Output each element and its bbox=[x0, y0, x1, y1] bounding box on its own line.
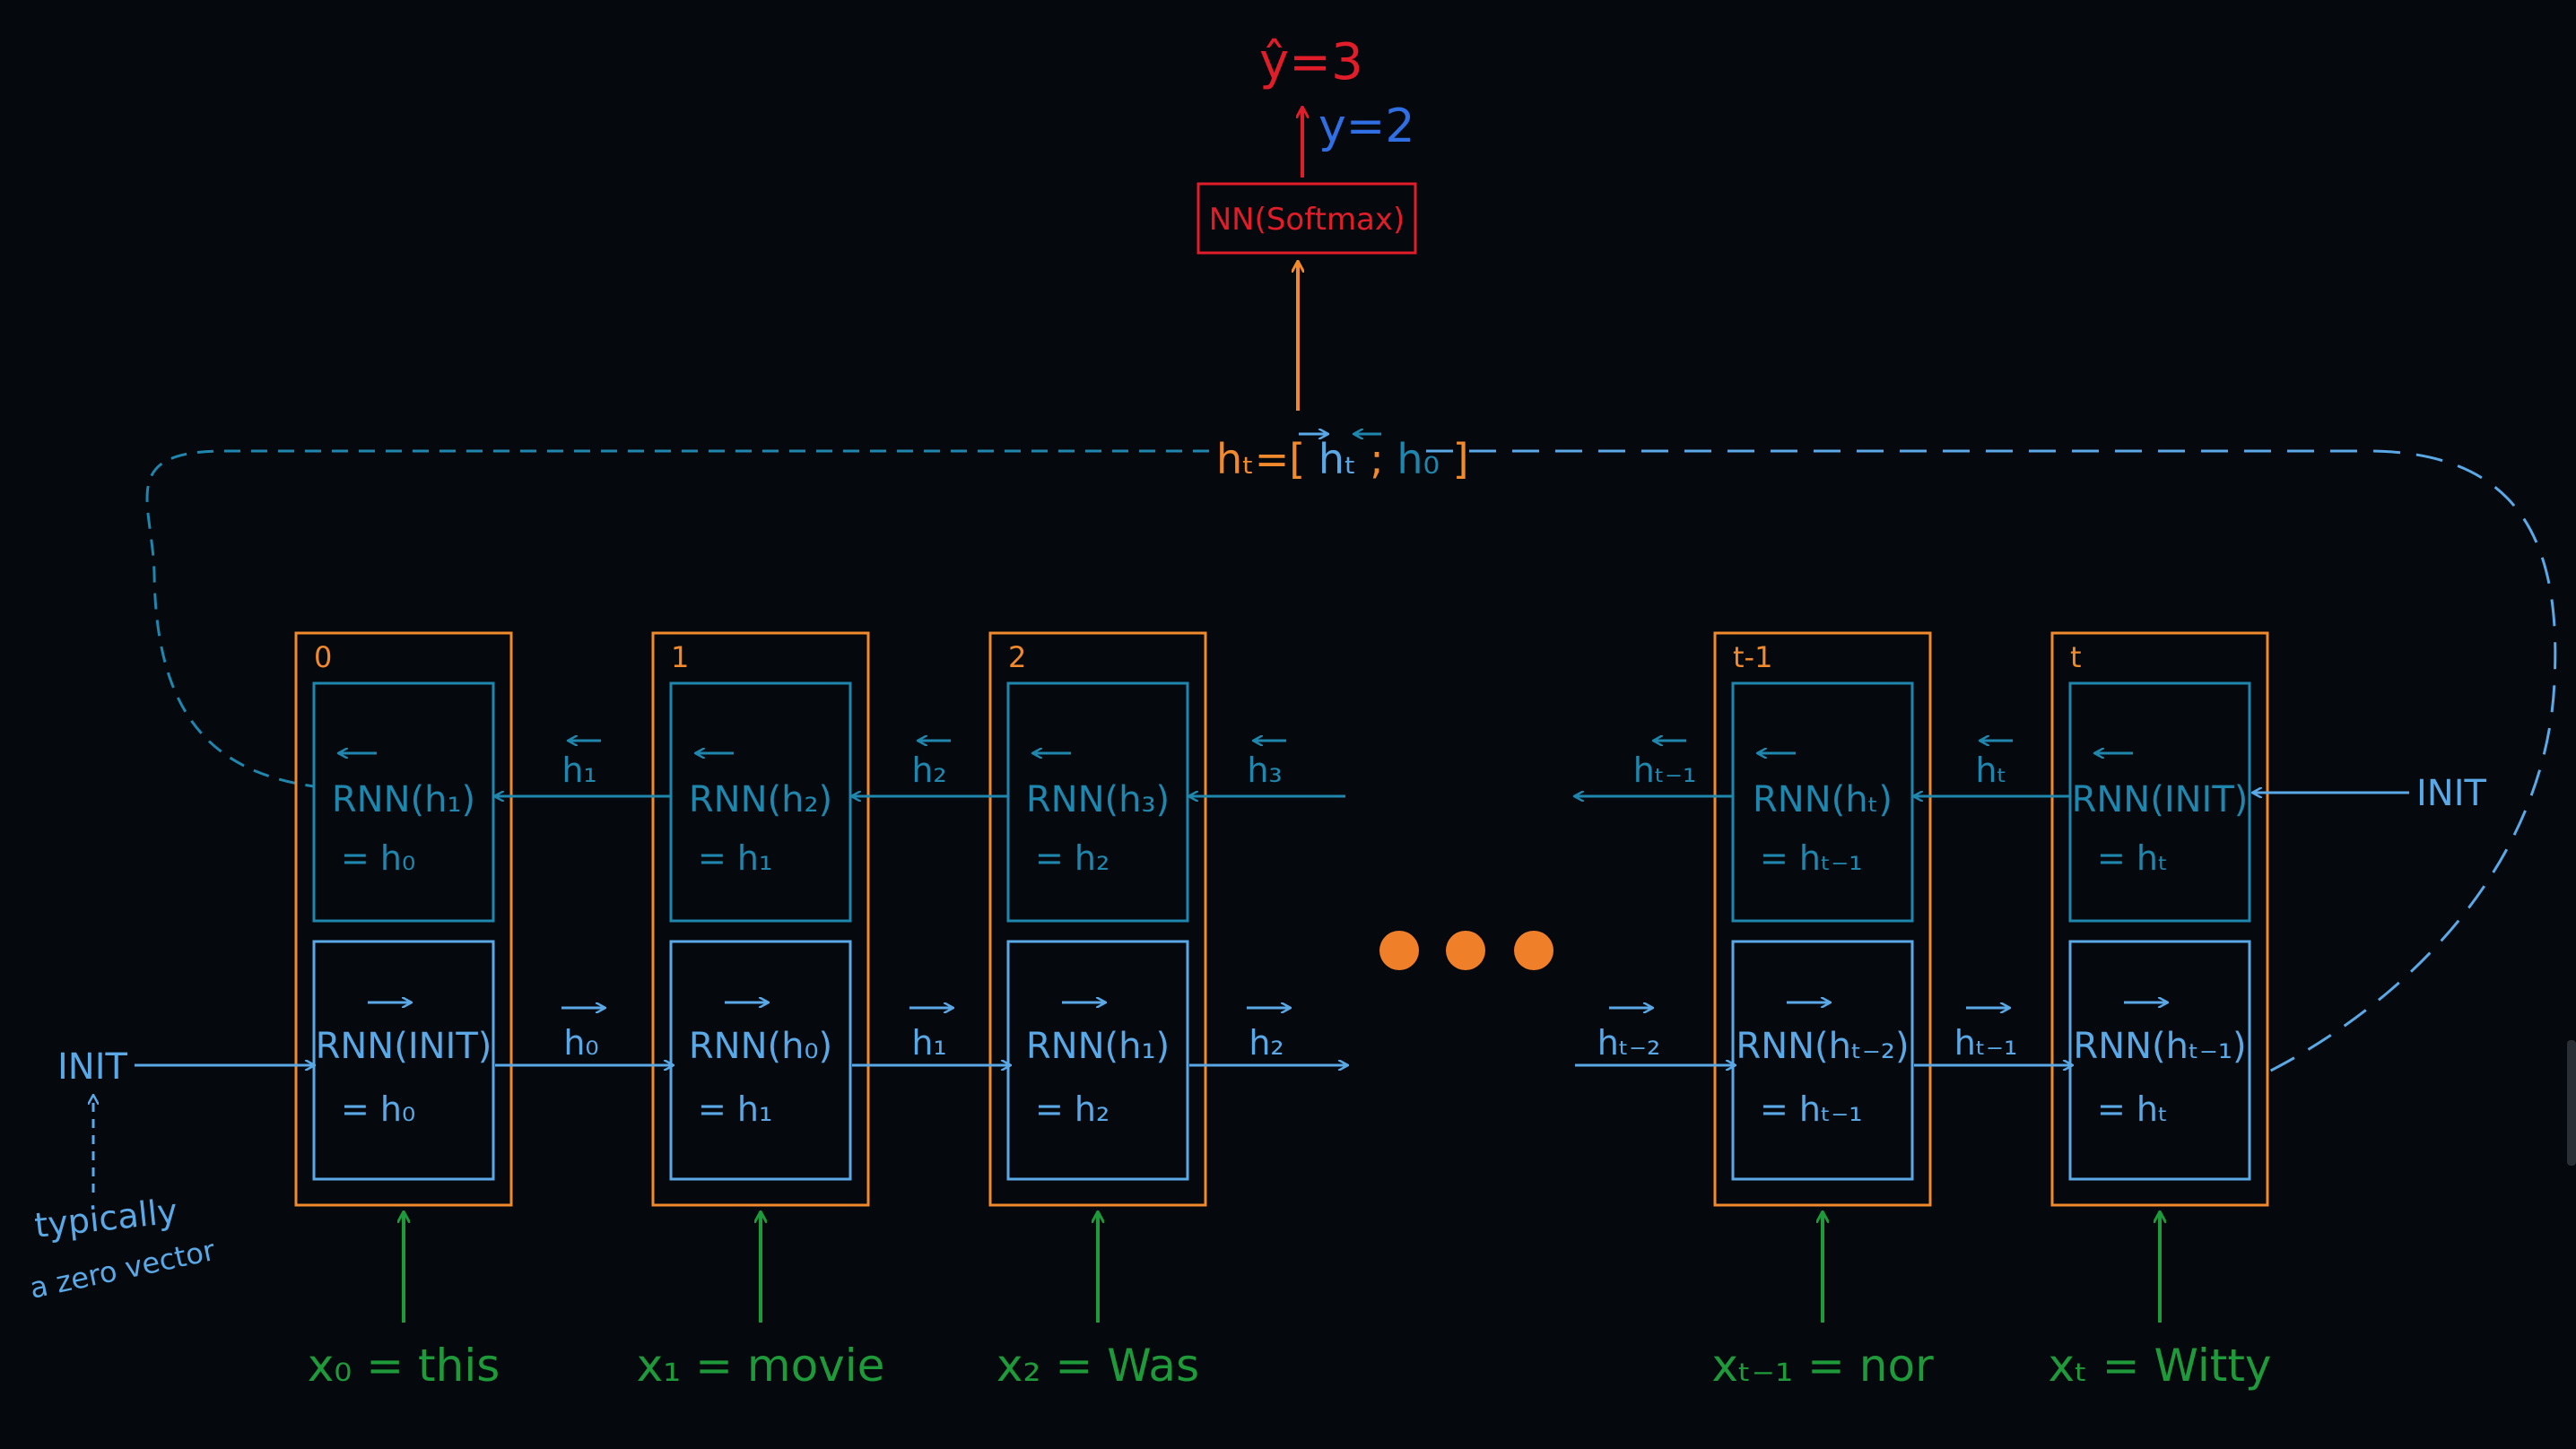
backward-rnn-output: = hₜ₋₁ bbox=[1760, 838, 1863, 878]
classifier-box bbox=[1197, 182, 1417, 255]
cell-outer-box bbox=[988, 631, 1207, 1207]
concat-prefix: hₜ=[ bbox=[1216, 435, 1305, 483]
backward-hidden-label: hₜ₋₁ bbox=[1633, 751, 1697, 790]
backward-hidden-label: h₁ bbox=[561, 751, 596, 790]
backward-rnn-box bbox=[669, 681, 852, 923]
cell-index: 1 bbox=[671, 640, 689, 674]
forward-dashed-connector bbox=[1426, 449, 2557, 1078]
forward-rnn-output: = hₜ bbox=[2097, 1089, 2168, 1129]
backward-rnn-output: = hₜ bbox=[2097, 838, 2168, 878]
backward-rnn-box bbox=[1731, 681, 1914, 923]
target-label: y=2 bbox=[1318, 100, 1414, 153]
backward-rnn-box bbox=[312, 681, 495, 923]
backward-hidden-label: h₂ bbox=[911, 751, 946, 790]
backward-dashed-connector bbox=[145, 449, 1209, 788]
forward-rnn-output: = hₜ₋₁ bbox=[1760, 1089, 1863, 1129]
backward-rnn-call: RNN(INIT) bbox=[2072, 779, 2249, 820]
backward-rnn-call: RNN(h₁) bbox=[332, 779, 475, 820]
cell-index: 2 bbox=[1008, 640, 1026, 674]
backward-hidden-label: h₃ bbox=[1247, 751, 1282, 790]
backward-rnn-output: = h₁ bbox=[698, 838, 772, 878]
forward-hidden-label: h₁ bbox=[911, 1023, 946, 1063]
forward-hidden-label: h₂ bbox=[1249, 1023, 1284, 1063]
forward-rnn-call: RNN(hₜ₋₁) bbox=[2073, 1026, 2246, 1067]
backward-rnn-output: = h₀ bbox=[341, 838, 415, 878]
forward-rnn-call: RNN(hₜ₋₂) bbox=[1736, 1026, 1909, 1067]
scrollbar[interactable] bbox=[2567, 1040, 2576, 1166]
concat-forward-h: hₜ bbox=[1318, 435, 1357, 483]
forward-hidden-label: hₜ₋₁ bbox=[1954, 1023, 2018, 1063]
forward-hidden-label: hₜ₋₂ bbox=[1597, 1023, 1661, 1063]
backward-rnn-output: = h₂ bbox=[1035, 838, 1110, 878]
cell-index: t-1 bbox=[1733, 640, 1772, 674]
concat-close: ] bbox=[1453, 435, 1469, 483]
input-token-label: x₂ = Was bbox=[996, 1340, 1199, 1392]
concat-label: hₜ=[ hₜ ; h₀ ] bbox=[1216, 435, 1469, 483]
concat-separator: ; bbox=[1370, 435, 1384, 483]
backward-rnn-call: RNN(hₜ) bbox=[1753, 779, 1893, 820]
note-line-2: a zero vector bbox=[27, 1233, 219, 1306]
input-token-label: xₜ₋₁ = nor bbox=[1711, 1340, 1934, 1392]
forward-rnn-output: = h₂ bbox=[1035, 1089, 1110, 1129]
forward-rnn-output: = h₁ bbox=[698, 1089, 772, 1129]
concat-backward-h: h₀ bbox=[1397, 435, 1440, 483]
cell-outer-box bbox=[294, 631, 513, 1207]
input-token-label: x₁ = movie bbox=[637, 1340, 885, 1392]
cell-index: t bbox=[2070, 640, 2082, 674]
ellipsis-dot bbox=[1446, 931, 1485, 970]
forward-hidden-label: h₀ bbox=[563, 1023, 598, 1063]
forward-rnn-call: RNN(h₁) bbox=[1026, 1026, 1170, 1067]
forward-rnn-call: RNN(INIT) bbox=[316, 1026, 492, 1067]
cell-index: 0 bbox=[314, 640, 332, 674]
ellipsis-dot bbox=[1379, 931, 1419, 970]
note-line-1: typically bbox=[32, 1191, 179, 1245]
forward-rnn-output: = h₀ bbox=[341, 1089, 415, 1129]
prediction-label: ŷ=3 bbox=[1259, 33, 1363, 91]
input-token-label: x₀ = this bbox=[308, 1340, 500, 1392]
cell-outer-box bbox=[2050, 631, 2269, 1207]
input-token-label: xₜ = Witty bbox=[2048, 1340, 2271, 1392]
cell-outer-box bbox=[651, 631, 870, 1207]
backward-rnn-box bbox=[2068, 681, 2251, 923]
backward-rnn-call: RNN(h₃) bbox=[1026, 779, 1170, 820]
init-left-label: INIT bbox=[57, 1046, 128, 1088]
classifier-label: NN(Softmax) bbox=[1209, 202, 1405, 238]
init-right-label: INIT bbox=[2416, 773, 2487, 814]
ellipsis-dot bbox=[1514, 931, 1553, 970]
backward-rnn-call: RNN(h₂) bbox=[689, 779, 832, 820]
backward-rnn-box bbox=[1006, 681, 1189, 923]
forward-rnn-call: RNN(h₀) bbox=[689, 1026, 832, 1067]
cell-outer-box bbox=[1713, 631, 1932, 1207]
backward-hidden-label: hₜ bbox=[1975, 751, 2006, 790]
